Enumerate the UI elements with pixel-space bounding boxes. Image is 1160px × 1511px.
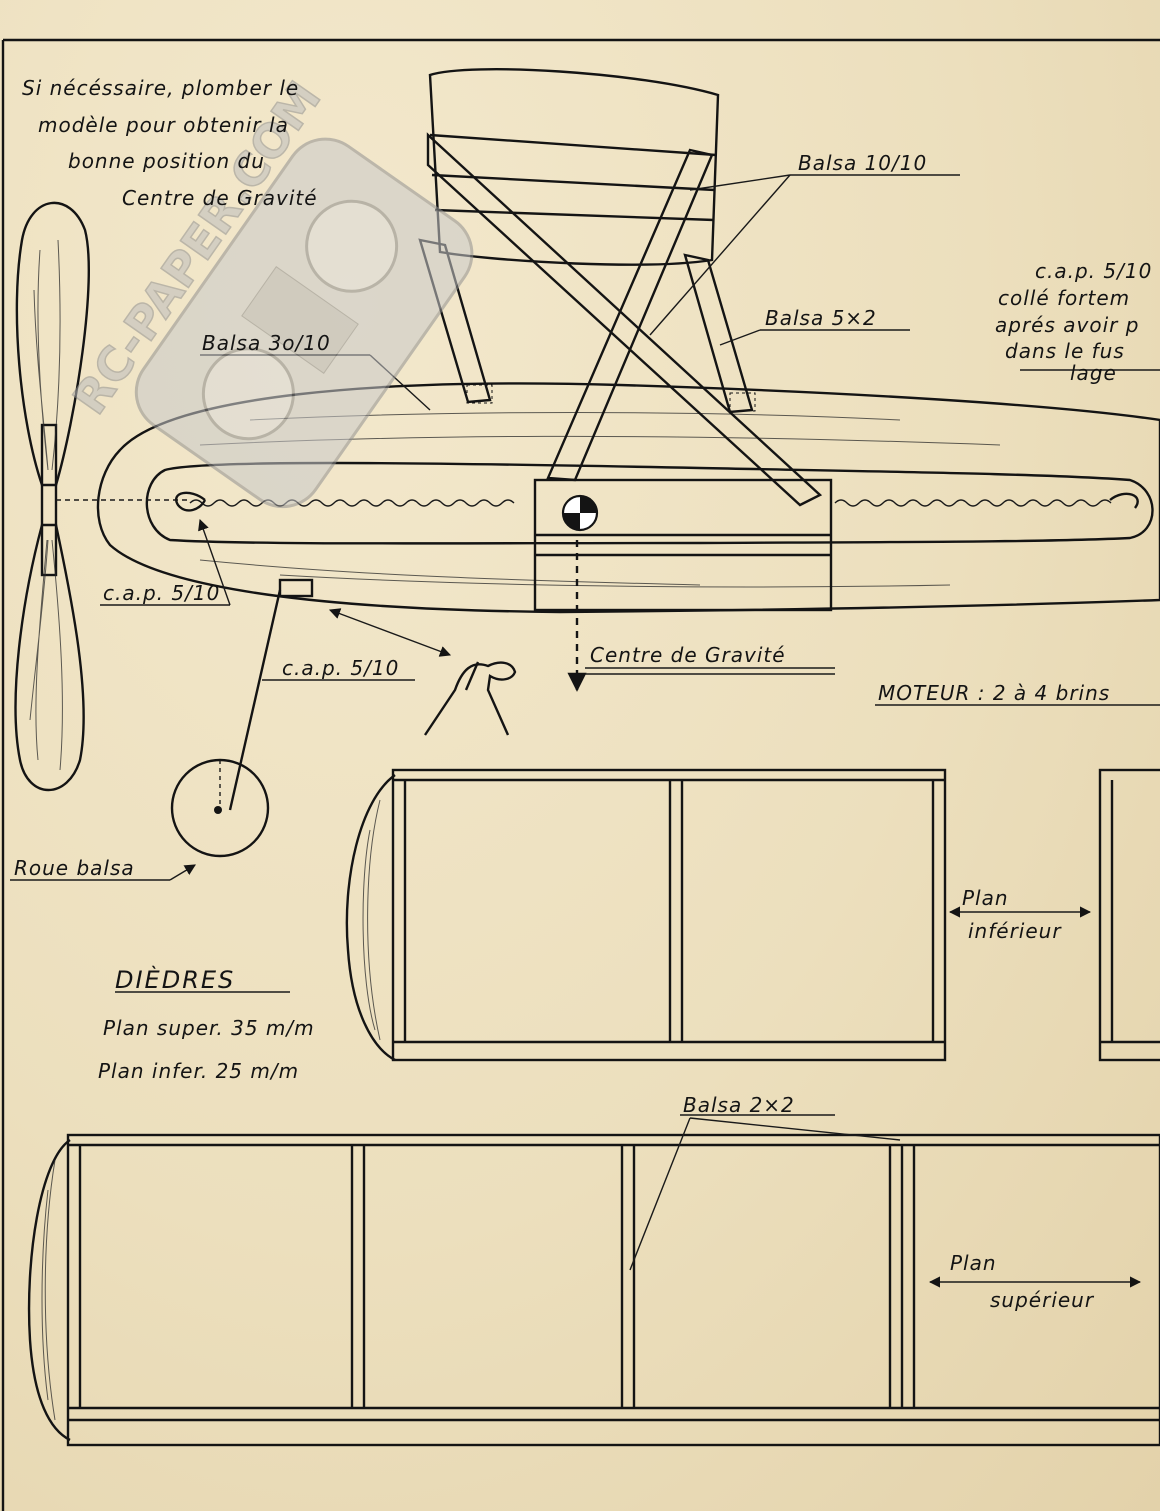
- cap-right-line-2: collé fortem: [998, 286, 1130, 310]
- lead-note-line-4: Centre de Gravité: [122, 186, 318, 210]
- lead-note-line-2: modèle pour obtenir la: [38, 113, 289, 137]
- cap-right-line-3: aprés avoir p: [995, 313, 1139, 337]
- label-plan-inferieur-2: inférieur: [968, 919, 1062, 943]
- plan-inferieur-wing: [345, 768, 1160, 1062]
- label-moteur: MOTEUR : 2 à 4 brins: [878, 681, 1110, 705]
- lead-note-line-3: bonne position du: [68, 149, 265, 173]
- label-balsa-5x2: Balsa 5×2: [765, 306, 877, 330]
- label-plan-superieur-1: Plan: [950, 1251, 997, 1275]
- diedres-block: DIÈDRES Plan super. 35 m/m Plan infer. 2…: [98, 965, 315, 1083]
- lead-note: Si nécéssaire, plomber le modèle pour ob…: [22, 76, 318, 210]
- label-balsa-2x2: Balsa 2×2: [683, 1093, 795, 1117]
- label-cap-left: c.a.p. 5/10: [103, 581, 220, 605]
- label-plan-inferieur-1: Plan: [962, 886, 1009, 910]
- label-balsa-30-10: Balsa 3o/10: [202, 331, 331, 355]
- diedres-line-infer: Plan infer. 25 m/m: [98, 1059, 299, 1083]
- label-centre-de-gravite: Centre de Gravité: [590, 643, 786, 667]
- fuselage: [56, 382, 1160, 692]
- label-plan-superieur-2: supérieur: [990, 1288, 1095, 1312]
- propeller: [14, 201, 90, 792]
- plan-superieur-wing: [27, 1133, 1160, 1447]
- cap-right-line-4: dans le fus: [1005, 339, 1125, 363]
- cabane-strut-assembly: [418, 68, 823, 507]
- landing-gear: [170, 578, 517, 858]
- cap-right-line-5: lage: [1070, 361, 1117, 385]
- label-roue-balsa: Roue balsa: [14, 856, 135, 880]
- label-balsa-10-10: Balsa 10/10: [798, 151, 927, 175]
- label-cap-wheel: c.a.p. 5/10: [282, 656, 399, 680]
- diedres-line-super: Plan super. 35 m/m: [103, 1016, 315, 1040]
- diedres-title: DIÈDRES: [115, 965, 235, 994]
- lead-note-line-1: Si nécéssaire, plomber le: [22, 76, 299, 100]
- cap-right-note: c.a.p. 5/10 collé fortem aprés avoir p d…: [995, 259, 1152, 385]
- cap-right-line-1: c.a.p. 5/10: [1035, 259, 1152, 283]
